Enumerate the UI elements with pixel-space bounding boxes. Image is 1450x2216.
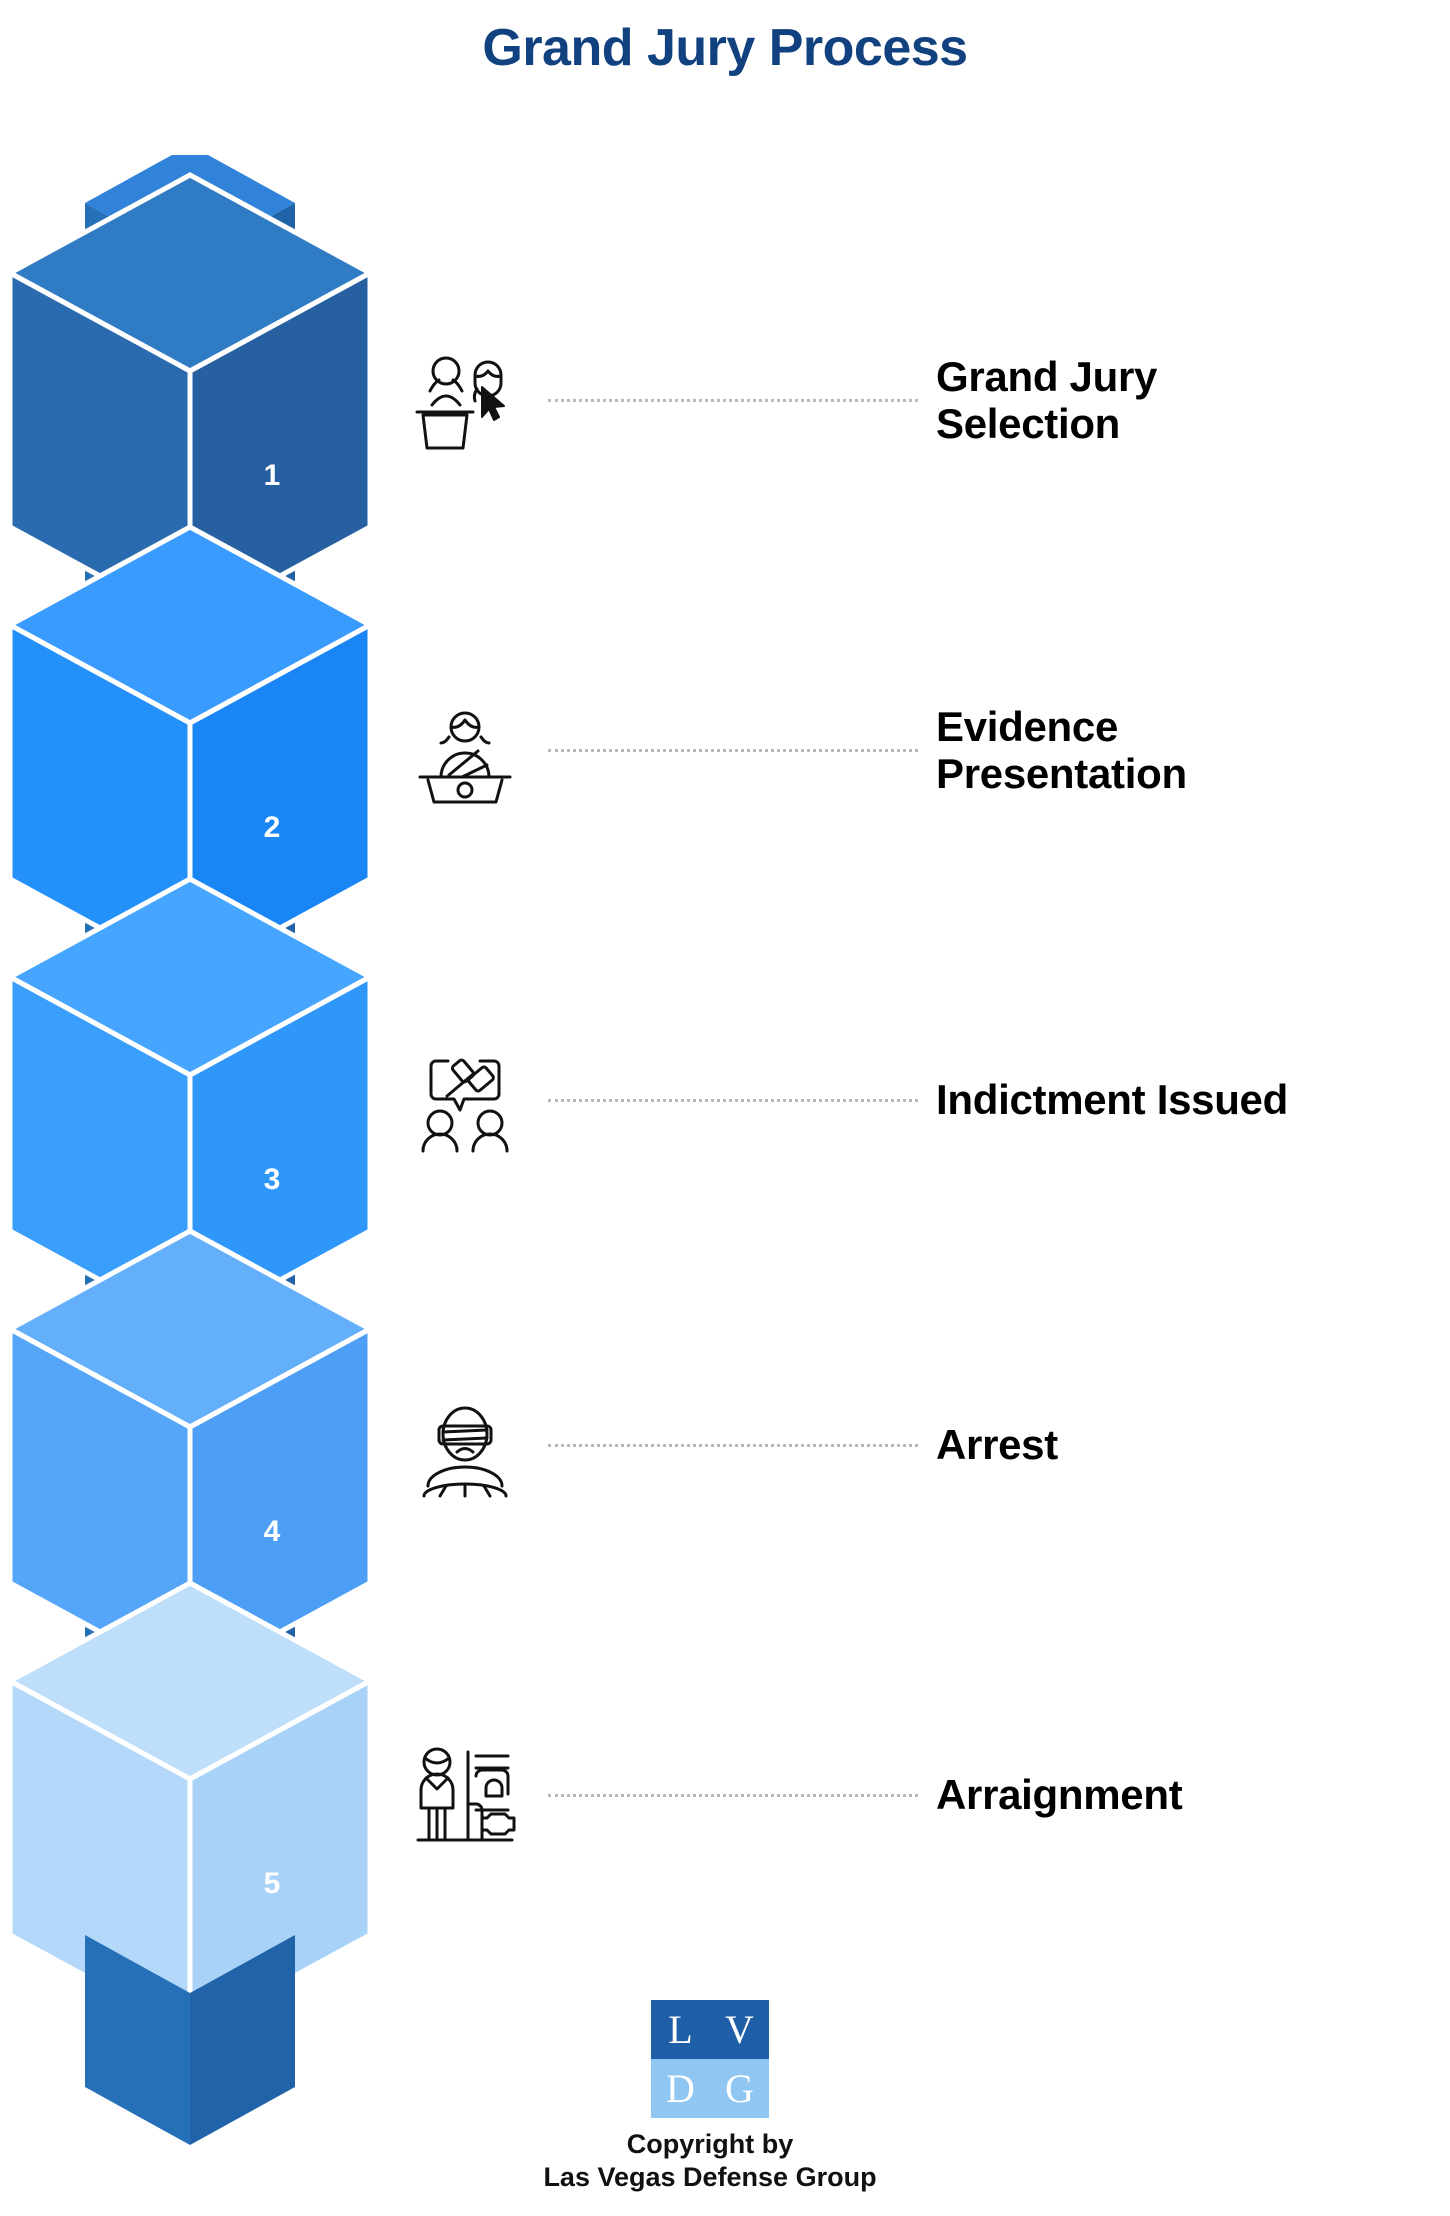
lvdg-logo[interactable]: L V D G [651, 2000, 769, 2118]
step-label-1-line2: Selection [936, 400, 1121, 447]
gavel-speech-bubble-icon [400, 1035, 530, 1165]
copyright-line-1: Copyright by [626, 2129, 794, 2159]
cube-step-5[interactable]: 5 [4, 1580, 376, 2038]
step-label-2-line2: Presentation [936, 750, 1187, 797]
cube-number-5: 5 [264, 1867, 281, 1900]
leader-line-5 [548, 1793, 918, 1797]
leader-line-2 [548, 748, 918, 752]
column-foot [85, 1935, 295, 2145]
step-label-4-line1: Arrest [936, 1421, 1058, 1469]
step-row-2[interactable]: Evidence Presentation [400, 680, 1440, 820]
cube-step-3[interactable]: 3 [4, 876, 376, 1334]
step-label-1-line1: Grand Jury [936, 352, 1158, 400]
witness-stand-icon [400, 685, 530, 815]
leader-line-4 [548, 1443, 918, 1447]
step-label-3-line1: Indictment Issued [936, 1076, 1288, 1124]
step-label-5: Arraignment [936, 1771, 1440, 1818]
jury-selection-icon [400, 335, 530, 465]
courtroom-bench-icon [400, 1730, 530, 1860]
step-label-2-line1: Evidence [936, 702, 1119, 750]
cube-number-3: 3 [264, 1163, 281, 1196]
step-label-3: Indictment Issued [936, 1076, 1440, 1123]
step-row-5[interactable]: Arraignment [400, 1725, 1440, 1865]
leader-line-1 [548, 398, 918, 402]
step-label-1: Grand Jury Selection [936, 353, 1440, 447]
cube-step-2[interactable]: 2 [4, 524, 376, 982]
cube-step-1[interactable]: 1 [4, 172, 376, 630]
cube-stack-graphic: 1 2 3 4 [0, 155, 380, 2145]
step-row-4[interactable]: Arrest [400, 1375, 1440, 1515]
cube-number-2: 2 [264, 811, 281, 844]
step-row-1[interactable]: Grand Jury Selection [400, 330, 1440, 470]
step-label-2: Evidence Presentation [936, 703, 1440, 797]
cube-number-4: 4 [264, 1515, 281, 1548]
logo-letter-v: V [710, 2000, 769, 2059]
logo-letter-g: G [710, 2059, 769, 2118]
step-label-4: Arrest [936, 1421, 1440, 1468]
footer: L V D G Copyright by Las Vegas Defense G… [480, 2000, 940, 2194]
copyright-line-2: Las Vegas Defense Group [543, 2161, 877, 2192]
step-label-5-line1: Arraignment [936, 1771, 1183, 1819]
logo-letter-d: D [651, 2059, 710, 2118]
cube-number-1: 1 [264, 459, 281, 492]
blindfolded-inmate-icon [400, 1380, 530, 1510]
step-row-3[interactable]: Indictment Issued [400, 1030, 1440, 1170]
logo-letter-l: L [651, 2000, 710, 2059]
page-title: Grand Jury Process [482, 19, 968, 77]
cube-step-4[interactable]: 4 [4, 1228, 376, 1686]
leader-line-3 [548, 1098, 918, 1102]
